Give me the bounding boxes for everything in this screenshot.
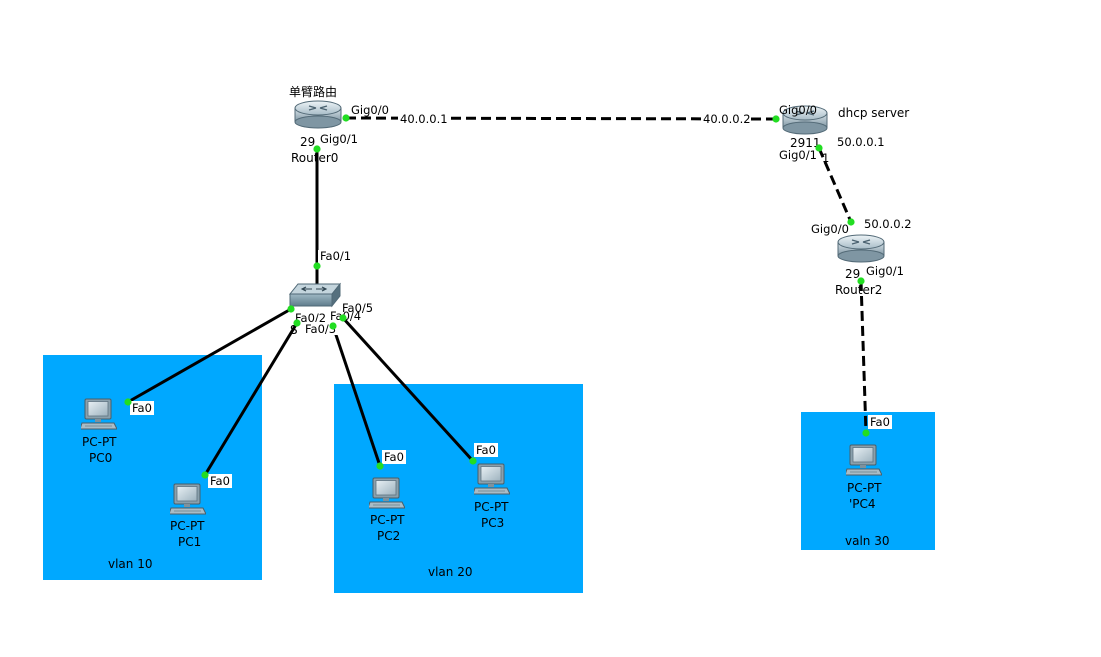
router1[interactable]: dhcp server 2911 <box>782 105 909 150</box>
pc4[interactable]: PC-PT 'PC4 <box>845 444 882 511</box>
router-icon <box>837 234 885 263</box>
iface-sw-fa01: Fa0/1 <box>320 249 351 263</box>
iface-r0-gig00: Gig0/0 <box>351 103 389 117</box>
port-dot <box>287 305 295 313</box>
pc-icon <box>474 463 510 495</box>
port-dot <box>293 319 301 327</box>
port-dot <box>376 462 384 470</box>
pc4-model: PC-PT <box>847 481 882 495</box>
iface-r1-gig00: Gig0/0 <box>779 103 817 117</box>
link-router0-router1[interactable] <box>345 116 777 121</box>
pc-icon <box>170 483 206 515</box>
router0-note: 单臂路由 <box>289 84 337 99</box>
vlan-10-area[interactable]: vlan 10 <box>43 355 262 580</box>
interface-labels: Gig0/0 Gig0/1 Gig0/0 Gig0/1 1 Gig0/0 Gig… <box>130 103 904 488</box>
vlan-20-label: vlan 20 <box>428 565 472 579</box>
iface-sw-fa05: Fa0/5 <box>342 301 373 315</box>
router1-model: 2911 <box>790 136 821 150</box>
iface-pc2-fa0: Fa0 <box>384 450 404 464</box>
port-dot <box>313 145 321 153</box>
switch0-model: S <box>290 323 298 337</box>
pc3-name: PC3 <box>481 516 504 530</box>
iface-r2-gig00: Gig0/0 <box>811 222 849 236</box>
vlan-10-label: vlan 10 <box>108 557 152 571</box>
iface-pc0-fa0: Fa0 <box>132 401 152 415</box>
link-router2-pc4[interactable] <box>859 280 868 434</box>
port-dot <box>815 144 823 152</box>
link-switch0-pc3[interactable] <box>341 316 475 463</box>
iface-sw-fa03: Fa0/3 <box>305 322 336 336</box>
port-dot <box>201 471 209 479</box>
ip-r1-r2-a: 50.0.0.1 <box>837 135 885 149</box>
link-switch0-pc1[interactable] <box>203 322 299 476</box>
iface-pc1-fa0: Fa0 <box>210 474 230 488</box>
link-router1-router2[interactable] <box>817 147 853 223</box>
port-dot <box>862 429 870 437</box>
ip-r0-r1-a: 40.0.0.1 <box>400 112 448 126</box>
iface-r2-gig01: Gig0/1 <box>866 264 904 278</box>
pc0-name: PC0 <box>89 451 112 465</box>
port-dot <box>772 115 780 123</box>
pc2-model: PC-PT <box>370 513 405 527</box>
link-switch0-pc0[interactable] <box>127 307 292 404</box>
router2-name: Router2 <box>835 283 882 297</box>
pc-icon <box>369 477 405 509</box>
iface-r0-gig01: Gig0/1 <box>320 132 358 146</box>
pc-icon <box>846 444 882 476</box>
port-dot <box>313 262 321 270</box>
iface-r1-gig01: Gig0/1 <box>779 148 817 162</box>
port-dot <box>342 114 350 122</box>
ip-r0-r1-b: 40.0.0.2 <box>703 112 751 126</box>
vlan-30-label: valn 30 <box>845 534 889 548</box>
router2[interactable]: 29 Router2 <box>835 234 885 297</box>
router1-note: dhcp server <box>838 106 909 120</box>
port-dot <box>329 322 337 330</box>
iface-r1-gig01-tail: 1 <box>822 151 829 165</box>
pc1-name: PC1 <box>178 535 201 549</box>
port-dot <box>847 218 855 226</box>
port-dot <box>857 277 865 285</box>
pc1-model: PC-PT <box>170 519 205 533</box>
iface-pc3-fa0: Fa0 <box>476 443 496 457</box>
pc0-model: PC-PT <box>82 435 117 449</box>
pc4-name: 'PC4 <box>849 497 876 511</box>
ip-r1-r2-b: 50.0.0.2 <box>864 217 912 231</box>
router2-model: 29 <box>845 267 860 281</box>
pc3-model: PC-PT <box>474 500 509 514</box>
router0[interactable]: 单臂路由 29 Router0 <box>289 84 342 165</box>
pc-icon <box>81 398 117 430</box>
port-dot <box>339 314 347 322</box>
router-icon <box>294 100 342 129</box>
switch-icon <box>288 282 342 308</box>
iface-sw-fa02: Fa0/2 <box>295 311 326 325</box>
pc1[interactable]: PC-PT PC1 <box>169 483 206 549</box>
switch0[interactable]: S <box>288 282 342 337</box>
iface-pc4-fa0: Fa0 <box>870 415 890 429</box>
links <box>127 116 868 476</box>
ip-labels: 40.0.0.1 40.0.0.2 50.0.0.1 50.0.0.2 <box>398 112 912 231</box>
pc2-name: PC2 <box>377 529 400 543</box>
port-dot <box>469 457 477 465</box>
pc2[interactable]: PC-PT PC2 <box>368 477 405 543</box>
router-icon <box>782 105 828 135</box>
vlan-20-area[interactable]: vlan 20 <box>334 384 583 593</box>
router0-name: Router0 <box>291 151 338 165</box>
pc0[interactable]: PC-PT PC0 <box>80 398 117 465</box>
router0-model: 29 <box>300 135 315 149</box>
link-switch0-pc2[interactable] <box>331 325 382 467</box>
port-status-dots <box>124 114 870 479</box>
port-dot <box>124 398 132 406</box>
pc3[interactable]: PC-PT PC3 <box>473 463 510 530</box>
